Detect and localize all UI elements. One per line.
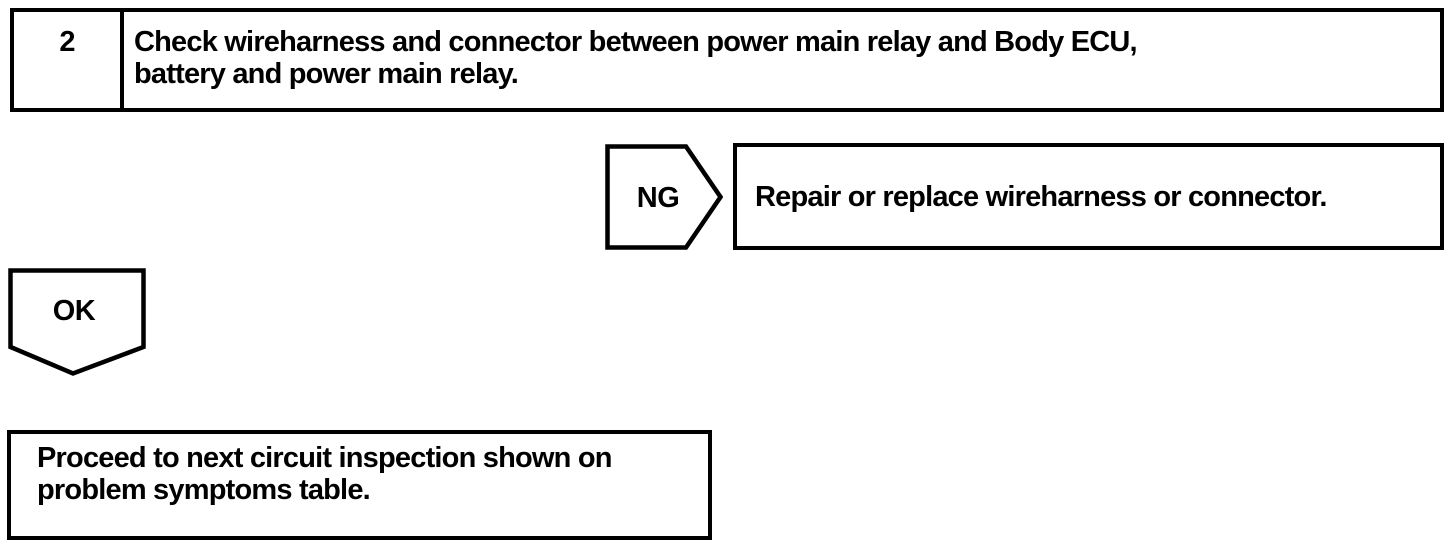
step-box: 2 Check wireharness and connector betwee… xyxy=(10,8,1444,112)
ok-label: OK xyxy=(53,295,96,327)
step-number: 2 xyxy=(59,26,75,58)
ok-result-line-1: Proceed to next circuit inspection shown… xyxy=(37,442,612,474)
ok-result-box: Proceed to next circuit inspection shown… xyxy=(7,430,712,540)
step-instruction: Check wireharness and connector between … xyxy=(124,12,1145,108)
ng-action-box: Repair or replace wireharness or connect… xyxy=(733,143,1444,250)
ok-result-line-2: problem symptoms table. xyxy=(37,474,371,506)
ok-pentagon-outline xyxy=(8,268,146,376)
ok-connector-shape: OK xyxy=(8,268,146,376)
step-number-cell: 2 xyxy=(14,12,124,108)
ng-connector-shape: NG xyxy=(605,144,723,250)
ng-action-text: Repair or replace wireharness or connect… xyxy=(755,180,1327,213)
ng-pentagon-outline xyxy=(605,144,723,250)
step-instruction-line-2: battery and power main relay. xyxy=(134,58,519,90)
ng-label: NG xyxy=(637,182,680,214)
step-instruction-line-1: Check wireharness and connector between … xyxy=(134,26,1138,58)
